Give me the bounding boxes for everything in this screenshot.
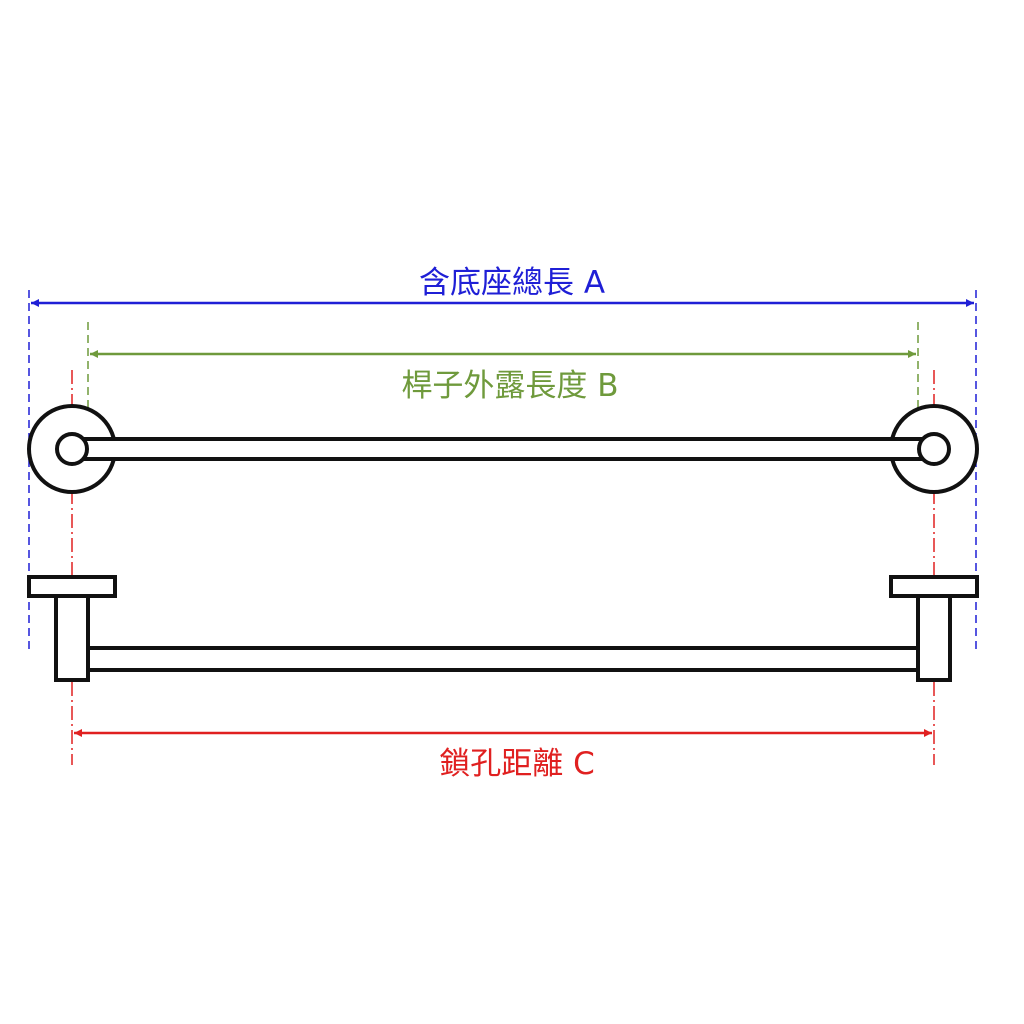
- front-hole-right: [917, 432, 951, 466]
- front-bar: [78, 437, 928, 461]
- dimension-c-center-lines: [71, 370, 935, 765]
- top-flange-left: [27, 575, 117, 598]
- top-flange-right: [889, 575, 979, 598]
- dimension-b-label: 桿子外露長度 B: [401, 368, 618, 404]
- top-bar: [86, 646, 920, 672]
- front-view: [27, 404, 979, 494]
- front-hole-left: [55, 432, 89, 466]
- dimension-c-label: 鎖孔距離 C: [439, 746, 595, 782]
- top-post-left: [54, 594, 90, 682]
- dimension-b-extension-lines: [87, 322, 919, 460]
- top-view: [27, 575, 979, 682]
- dimension-a-label: 含底座總長 A: [419, 265, 605, 301]
- top-post-right: [916, 594, 952, 682]
- dimension-a-extension-lines: [28, 290, 977, 652]
